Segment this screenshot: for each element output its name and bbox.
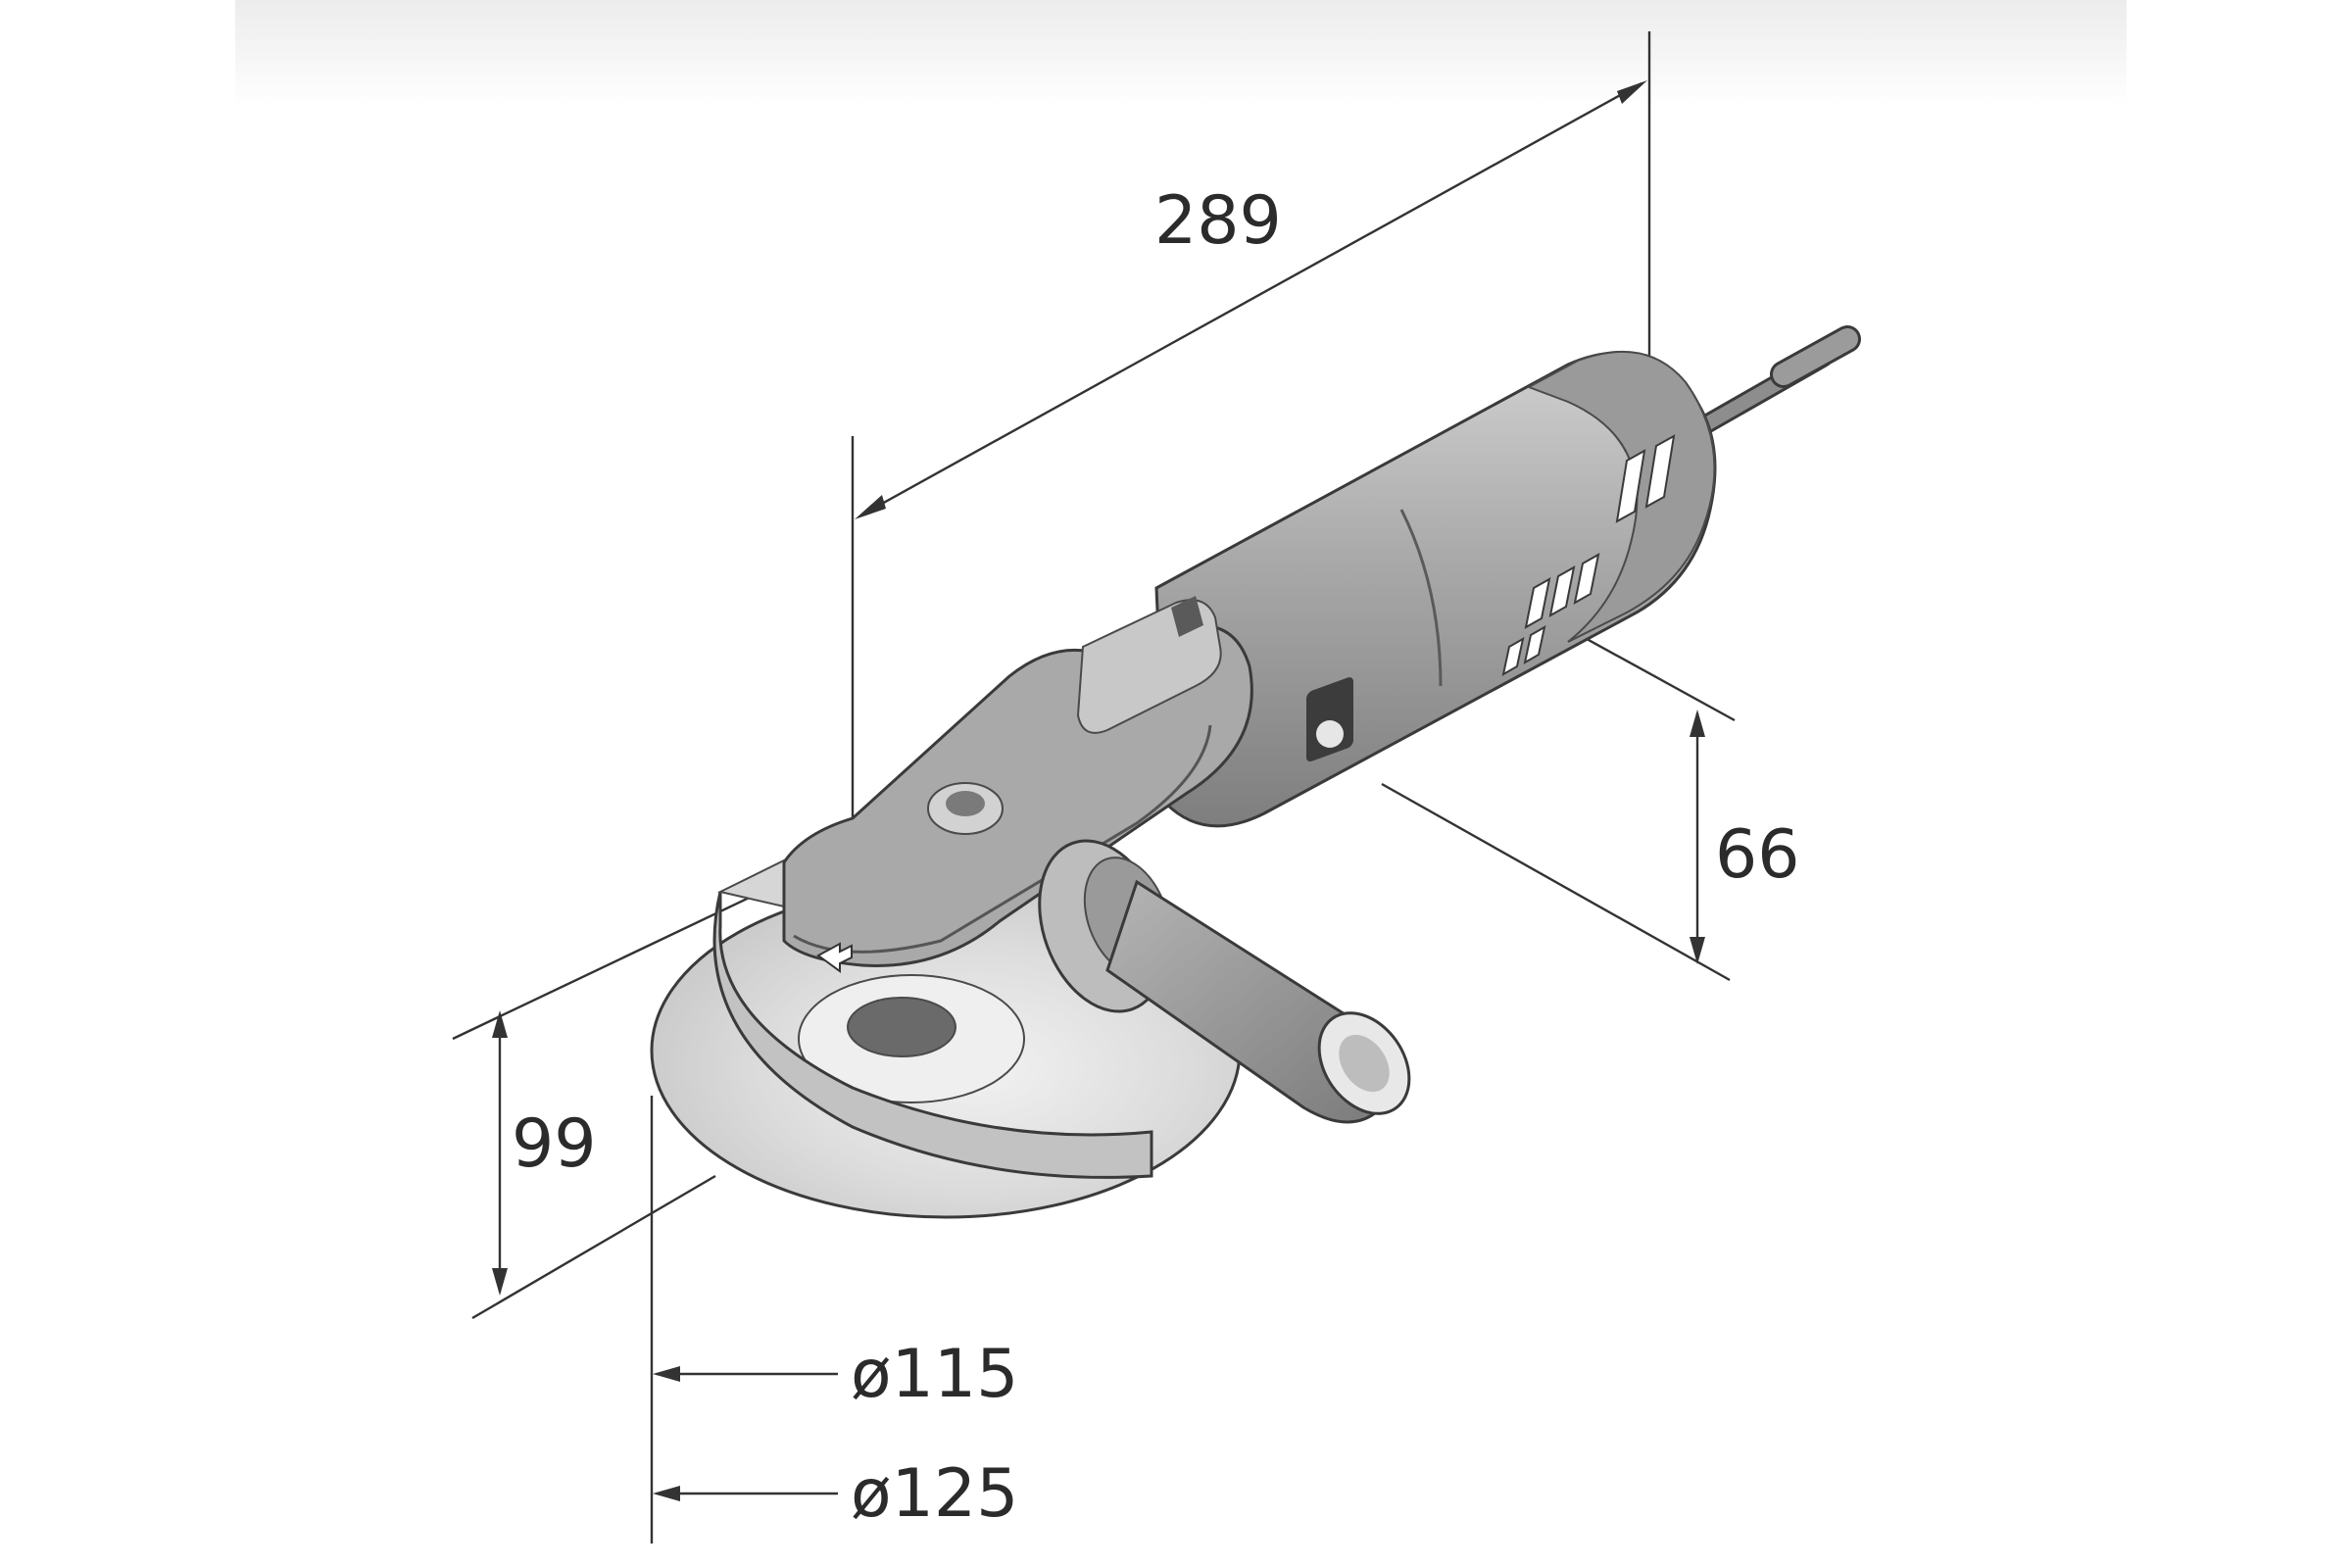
angle-grinder-illustration: [650, 325, 1861, 1219]
dim-height-66: 66: [1715, 816, 1800, 894]
side-handle: [1038, 839, 1411, 1124]
dim-length-289: 289: [1154, 182, 1282, 260]
wheel-guard: [712, 858, 1153, 1179]
vent-slots: [1501, 434, 1676, 676]
top-band: [235, 0, 2127, 108]
gear-head: [782, 596, 1253, 973]
power-cord: [1676, 325, 1861, 446]
dim-disc-115: ø115: [851, 1336, 1018, 1413]
dim-disc-125: ø125: [851, 1455, 1018, 1533]
dim-height-99: 99: [512, 1105, 597, 1183]
motor-housing: [1154, 350, 1717, 828]
